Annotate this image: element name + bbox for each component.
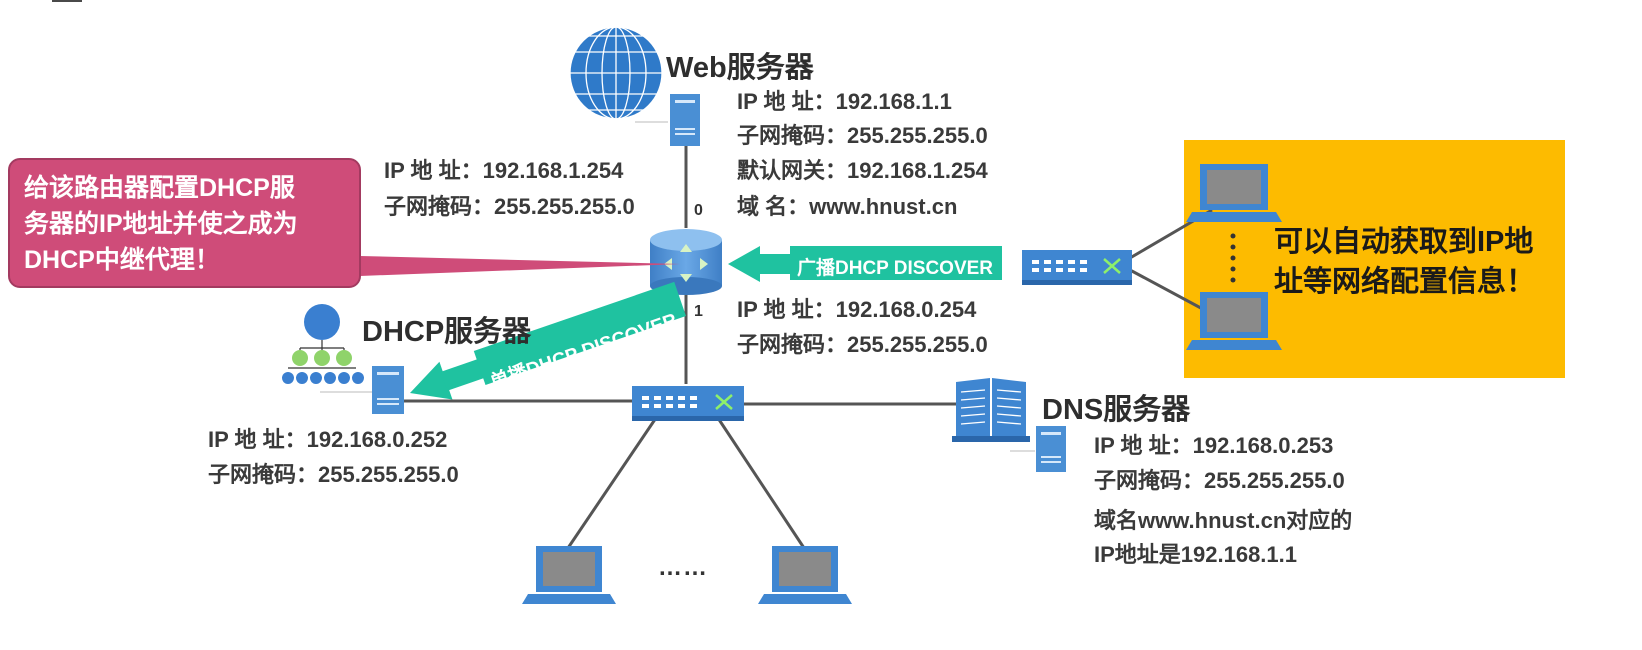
broadcast-arrow [728,246,1002,282]
dhcp-server-title: DHCP服务器 [362,316,532,348]
port-1-label: 1 [694,303,703,320]
laptop-icon [758,546,852,604]
callout-line-2: 务器的IP地址并使之成为 [24,210,298,238]
laptop-icon [522,546,616,604]
globe-icon [569,26,663,120]
dns-server-icon [1036,426,1066,472]
relay-callout: 给该路由器配置DHCP服 务器的IP地址并使之成为 DHCP中继代理！ [8,158,361,288]
router-port0-ip: IP 地 址：192.168.1.254 [384,158,624,183]
router-port0-mask: 子网掩码：255.255.255.0 [384,194,635,219]
dhcp-server-icon [372,366,404,414]
header-bullet [52,0,82,2]
web-server-mask: 子网掩码：255.255.255.0 [737,123,988,148]
client-note: 可以自动获取到IP地 址等网络配置信息！ [1274,222,1535,302]
callout-line-3: DHCP中继代理！ [24,246,220,274]
port-0-label: 0 [694,202,703,219]
dns-server-note-2: IP地址是192.168.1.1 [1094,542,1298,567]
book-icon [952,378,1030,442]
hierarchy-icon [282,304,364,384]
dns-server-ip: IP 地 址：192.168.0.253 [1094,433,1334,458]
switch-center-icon [632,386,744,421]
web-server-title: Web服务器 [666,52,814,84]
broadcast-label: 广播DHCP DISCOVER [797,258,994,279]
web-server-domain: 域 名：www.hnust.cn [737,194,958,219]
callout-pointer [360,256,680,276]
client-note-line-1: 可以自动获取到IP地 [1274,226,1534,258]
callout-line-1: 给该路由器配置DHCP服 [24,174,295,202]
dhcp-server-ip: IP 地 址：192.168.0.252 [208,427,448,452]
dns-server-title: DNS服务器 [1042,394,1191,426]
dhcp-server-mask: 子网掩码：255.255.255.0 [208,462,459,487]
web-server-icon [670,94,700,146]
router-icon [650,229,722,295]
hosts-ellipsis: …… [658,554,708,581]
dns-server-mask: 子网掩码：255.255.255.0 [1094,468,1345,493]
router-port1-ip: IP 地 址：192.168.0.254 [737,297,977,322]
dns-server-note-1: 域名www.hnust.cn对应的 [1094,508,1353,533]
web-server-ip: IP 地 址：192.168.1.1 [737,89,952,114]
unicast-arrow [410,281,686,400]
client-note-line-2: 址等网络配置信息！ [1274,266,1536,298]
vertical-ellipsis [1230,233,1236,283]
laptop-icon [1186,164,1282,222]
laptop-icon [1186,292,1282,350]
web-server-gateway: 默认网关：192.168.1.254 [737,158,988,183]
router-port1-mask: 子网掩码：255.255.255.0 [737,332,988,357]
switch-right-icon [1022,250,1132,285]
